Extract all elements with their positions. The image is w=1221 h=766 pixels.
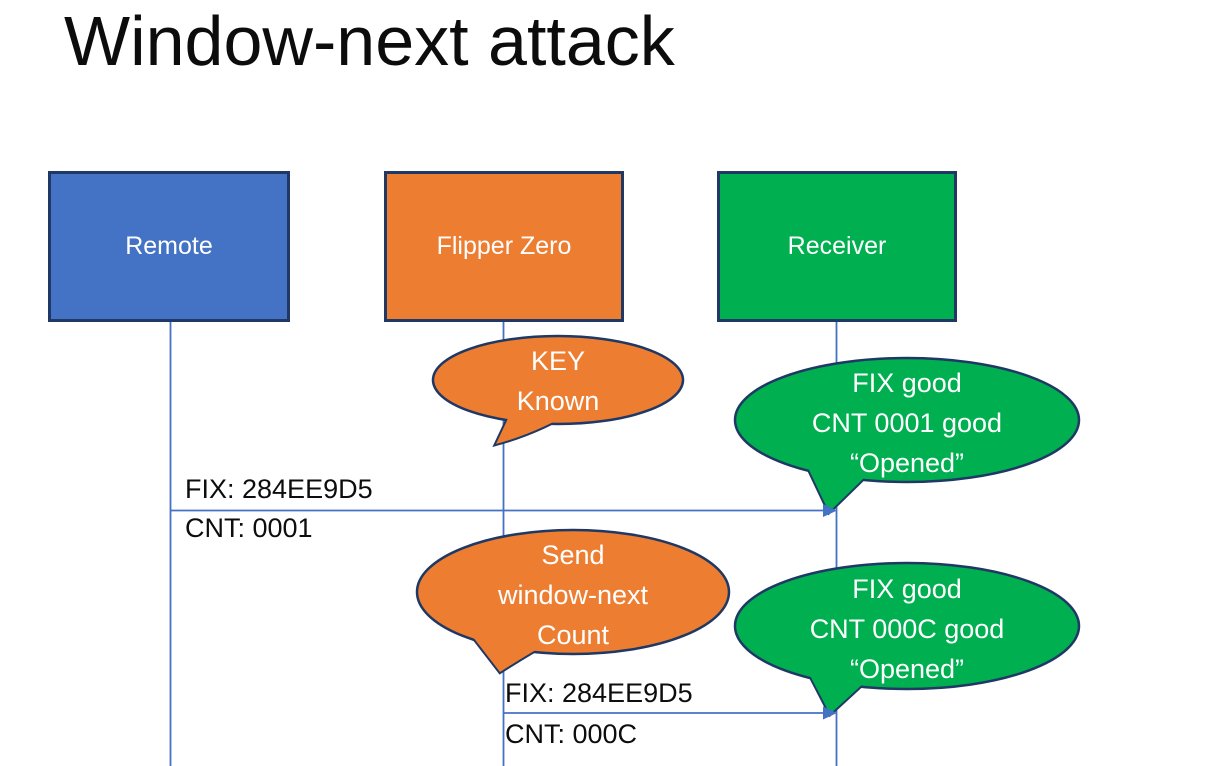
- callout-line: “Opened”: [849, 448, 965, 478]
- slide-title: Window-next attack: [64, 2, 675, 80]
- arrowhead-icon: [823, 504, 837, 517]
- callout-send-window-next: [415, 528, 731, 675]
- callout-tail-cover: [802, 660, 880, 714]
- callout-line: FIX good: [852, 574, 962, 604]
- callout-line: KEY: [530, 346, 586, 376]
- callout-tail-cover: [466, 628, 560, 672]
- actor-box-flipper-zero: Flipper Zero: [384, 171, 624, 322]
- callout-line: Send: [541, 540, 605, 570]
- message-1-fix-label: FIX: 284EE9D5: [185, 474, 373, 504]
- actor-box-receiver: Receiver: [717, 171, 957, 322]
- message-1-cnt-label: CNT: 0001: [185, 513, 313, 543]
- callout-line: Count: [536, 620, 610, 650]
- callout-line: FIX good: [852, 368, 962, 398]
- actor-label-remote: Remote: [125, 232, 213, 260]
- callout-text-send-window-next: Send window-next Count: [417, 535, 729, 655]
- message-1-arrow: [170, 504, 837, 517]
- arrowhead-icon: [823, 706, 837, 720]
- callout-line: CNT 0001 good: [811, 408, 1003, 438]
- callout-text-key-known: KEY Known: [433, 341, 683, 421]
- callout-text-receiver-opened-1: FIX good CNT 0001 good “Opened”: [735, 363, 1079, 483]
- callout-bubble: [415, 528, 731, 656]
- callout-line: “Opened”: [849, 654, 965, 684]
- callout-bubble: [733, 356, 1081, 484]
- message-2-cnt-label: CNT: 000C: [505, 719, 638, 749]
- callout-bubble: [431, 334, 685, 426]
- callout-key-known: [431, 334, 685, 448]
- callout-line: window-next: [497, 580, 649, 610]
- message-2-fix-label: FIX: 284EE9D5: [505, 678, 693, 708]
- callout-tail-cover: [802, 455, 880, 512]
- callout-bubble: [733, 561, 1081, 691]
- actor-box-remote: Remote: [48, 171, 290, 322]
- callout-line: Known: [516, 386, 600, 416]
- callout-tail-cover: [496, 408, 578, 444]
- actor-label-flipper-zero: Flipper Zero: [436, 232, 572, 260]
- callout-line: CNT 000C good: [809, 614, 1005, 644]
- callout-receiver-opened-2: [733, 561, 1081, 718]
- message-2-arrow: [503, 706, 837, 720]
- callout-text-receiver-opened-2: FIX good CNT 000C good “Opened”: [735, 569, 1079, 689]
- actor-label-receiver: Receiver: [787, 232, 887, 260]
